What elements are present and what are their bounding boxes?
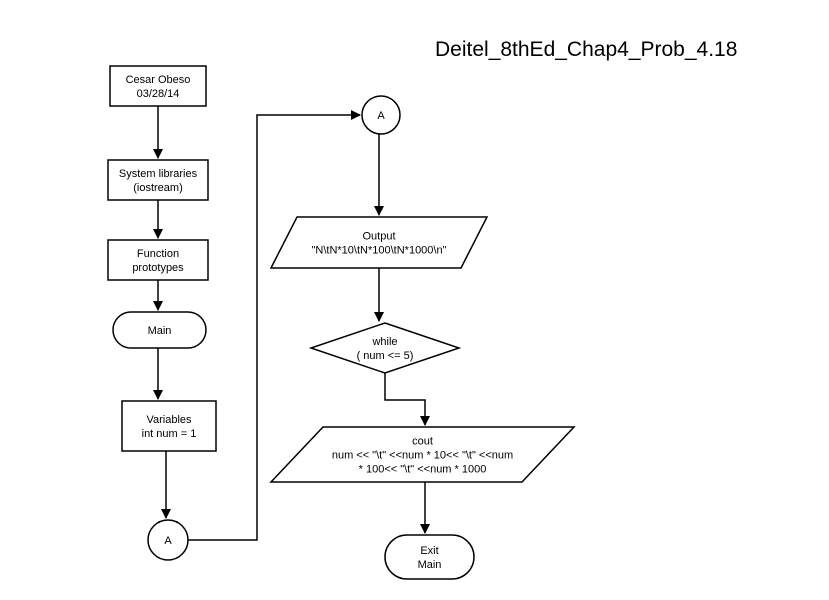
edge-connector_out-to-connector_in <box>188 110 361 541</box>
node-while-loop-label: ( num <= 5) <box>357 350 414 362</box>
node-exit-label: Exit <box>420 545 438 557</box>
node-libraries-shape <box>107 159 209 201</box>
node-author-label: 03/28/14 <box>137 88 180 100</box>
node-author: Cesar Obeso 03/28/14 <box>109 65 207 107</box>
node-prototypes: Function prototypes <box>107 239 209 281</box>
node-prototypes-label: Function <box>137 248 179 260</box>
node-exit-shape <box>384 534 475 580</box>
node-cout-label: num << "\t" <<num * 10<< "\t" <<num <box>332 450 513 462</box>
node-main-shape <box>112 311 207 349</box>
node-output-header-shape <box>269 216 489 269</box>
node-cout: cout num << "\t" <<num * 10<< "\t" <<num *… <box>269 426 576 483</box>
node-connector-out-label: A <box>164 535 172 547</box>
node-exit-label: Main <box>418 559 442 571</box>
node-while-loop: while ( num <= 5) <box>308 322 462 374</box>
node-connector-in-shape <box>361 95 401 135</box>
node-variables-label: Variables <box>146 414 192 426</box>
node-prototypes-label: prototypes <box>132 262 184 274</box>
node-main-label: Main <box>148 325 172 337</box>
node-connector-out-shape <box>147 519 189 561</box>
node-libraries: System libraries (iostream) <box>107 159 209 201</box>
node-while-loop-label: while <box>371 336 397 348</box>
node-connector-in: A <box>361 95 401 135</box>
node-libraries-label: (iostream) <box>133 182 183 194</box>
edge-while_loop-to-cout <box>384 373 430 426</box>
node-while-loop-shape <box>308 322 462 374</box>
diagram-title: Deitel_8thEd_Chap4_Prob_4.18 <box>435 38 737 61</box>
node-main: Main <box>112 311 207 349</box>
node-cout-label: cout <box>412 436 433 448</box>
node-variables: Variables int num = 1 <box>121 400 217 452</box>
node-author-shape <box>109 65 207 107</box>
node-variables-label: int num = 1 <box>142 428 197 440</box>
node-output-header-label: "N\tN*10\tN*100\tN*1000\n" <box>312 245 447 257</box>
node-libraries-label: System libraries <box>119 168 198 180</box>
node-prototypes-shape <box>107 239 209 281</box>
node-variables-shape <box>121 400 217 452</box>
node-connector-out: A <box>147 519 189 561</box>
edges-layer <box>153 106 430 541</box>
node-output-header: Output "N\tN*10\tN*100\tN*1000\n" <box>269 216 489 269</box>
node-output-header-label: Output <box>362 231 395 243</box>
node-connector-in-label: A <box>377 110 385 122</box>
node-cout-shape <box>269 426 576 483</box>
node-cout-label: * 100<< "\t" <<num * 1000 <box>359 464 487 476</box>
node-author-label: Cesar Obeso <box>126 74 191 86</box>
